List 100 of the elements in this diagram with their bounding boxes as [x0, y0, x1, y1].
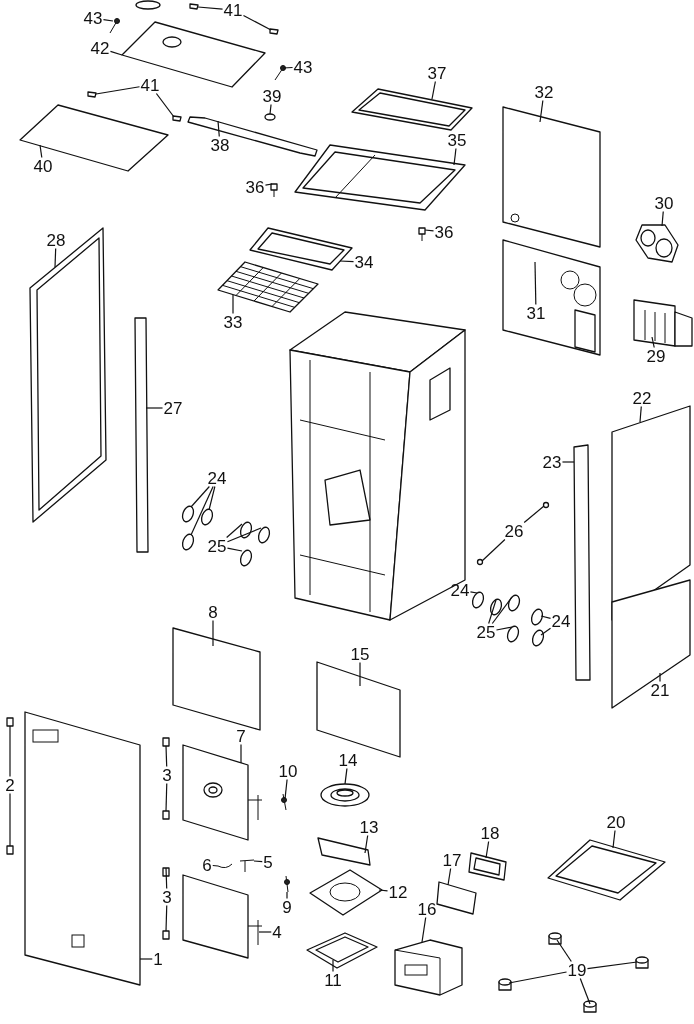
leader-line: [534, 261, 537, 306]
leader-line: [286, 891, 288, 900]
leader-line: [9, 725, 11, 778]
clip-drawing: [189, 3, 199, 10]
hinge-drawing: [6, 717, 14, 727]
back-panel-drawing: [502, 239, 601, 356]
callout-number: 41: [222, 1, 244, 19]
callout-number: 6: [201, 856, 213, 874]
leader-line: [540, 627, 552, 636]
flange-plate-drawing: [635, 224, 679, 263]
callout-number: 1: [152, 950, 164, 968]
hinge-drawing: [162, 867, 170, 877]
gasket-drawing: [181, 533, 195, 551]
callout-number: 33: [222, 313, 244, 331]
leader-line: [332, 959, 334, 973]
clip-drawing: [269, 28, 279, 35]
cover-panel-drawing: [19, 104, 169, 172]
callout-number: 21: [649, 681, 671, 699]
gasket-drawing: [257, 526, 271, 544]
callout-number: 12: [387, 883, 409, 901]
gasket-drawing: [471, 591, 485, 609]
gasket-drawing: [200, 508, 214, 526]
leader-line: [495, 626, 513, 631]
leader-line: [469, 591, 478, 594]
leader-line: [586, 961, 638, 970]
gasket-drawing: [239, 521, 253, 539]
gasket-drawing: [489, 598, 503, 616]
leader-line: [54, 247, 57, 268]
leader-line: [139, 958, 153, 960]
leader-line: [359, 661, 361, 687]
callout-number: 36: [433, 223, 455, 241]
leader-line: [39, 144, 43, 159]
callout-number: 7: [235, 727, 247, 745]
screw-drawing: [274, 65, 286, 81]
hinge-drawing: [6, 845, 14, 855]
screw-drawing: [418, 227, 426, 242]
leader-line: [561, 461, 575, 463]
leader-line: [453, 147, 457, 166]
gasket-drawing: [507, 594, 521, 612]
leader-line: [424, 229, 435, 232]
callout-number: 4: [271, 923, 283, 941]
frame-drawing: [249, 227, 353, 271]
callout-number: 29: [645, 347, 667, 365]
leader-line: [344, 767, 348, 785]
pin-end-drawing: [542, 501, 550, 509]
callout-number: 24: [550, 612, 572, 630]
leader-line: [481, 538, 506, 562]
leader-line: [165, 867, 168, 890]
callout-number: 8: [207, 603, 219, 621]
leader-line: [431, 80, 436, 100]
foot-drawing: [548, 932, 562, 945]
leader-line: [539, 99, 544, 123]
frame-drawing: [468, 852, 507, 881]
callout-number: 30: [653, 194, 675, 212]
leader-line: [165, 904, 168, 932]
side-panel-drawing: [611, 579, 691, 709]
callout-number: 15: [349, 645, 371, 663]
foot-drawing: [583, 1000, 597, 1013]
leader-line: [212, 864, 219, 867]
box-drawing: [394, 939, 463, 996]
side-strip-drawing: [573, 444, 591, 681]
callout-number: 13: [358, 818, 380, 836]
callout-number: 5: [262, 853, 274, 871]
leader-line: [651, 336, 655, 349]
callout-number: 18: [479, 824, 501, 842]
latch-drawing: [281, 793, 287, 811]
leader-line: [556, 939, 572, 963]
pin-end-drawing: [476, 558, 484, 566]
vent-grille-drawing: [633, 299, 693, 347]
callout-number: 36: [244, 178, 266, 196]
callout-number: 23: [541, 453, 563, 471]
tray-drawing: [547, 839, 666, 901]
foot-drawing: [635, 956, 649, 969]
callout-number: 10: [277, 762, 299, 780]
callout-number: 28: [45, 231, 67, 249]
callout-number: 43: [292, 58, 314, 76]
bracket-drawing: [317, 837, 371, 866]
callout-number: 9: [281, 898, 293, 916]
callout-number: 27: [162, 399, 184, 417]
knob-drawing: [264, 113, 276, 121]
callout-number: 31: [525, 304, 547, 322]
callout-number: 38: [209, 136, 231, 154]
leader-line: [226, 523, 243, 539]
gasket-drawing: [181, 505, 195, 523]
callout-number: 2: [4, 776, 16, 794]
leader-line: [208, 485, 216, 511]
callout-number: 11: [323, 971, 343, 989]
leader-line: [659, 672, 661, 683]
leader-line: [661, 210, 664, 227]
door-panel-drawing: [24, 711, 141, 986]
leader-line: [339, 260, 355, 263]
leader-line: [226, 547, 243, 552]
clip-drawing: [239, 859, 255, 873]
leader-line: [165, 745, 168, 768]
callout-number: 39: [261, 87, 283, 105]
clip-drawing: [87, 91, 97, 98]
callout-number: 16: [416, 900, 438, 918]
callout-number: 37: [426, 64, 448, 82]
frame-drawing: [294, 144, 466, 211]
leader-line: [242, 14, 272, 31]
